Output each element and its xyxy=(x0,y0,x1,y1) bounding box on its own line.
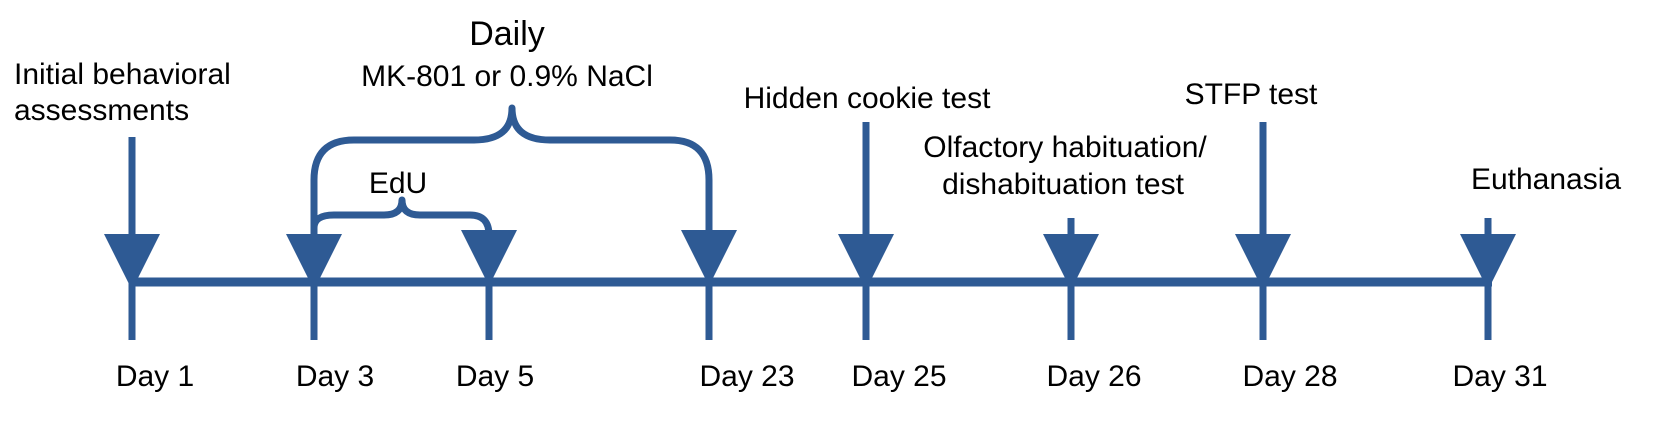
olfactory-test-label-line2: dishabituation test xyxy=(942,168,1184,201)
day-label-25: Day 25 xyxy=(851,360,946,393)
day-label-3: Day 3 xyxy=(296,360,374,393)
day-label-5: Day 5 xyxy=(456,360,534,393)
day-label-31: Day 31 xyxy=(1452,360,1547,393)
daily-label: Daily xyxy=(469,15,545,53)
initial-assessments-label-line2: assessments xyxy=(14,94,189,127)
day-ticks xyxy=(128,278,1492,340)
hidden-cookie-test-label: Hidden cookie test xyxy=(744,82,991,115)
stfp-test-label: STFP test xyxy=(1185,78,1318,111)
euthanasia-label: Euthanasia xyxy=(1471,163,1621,196)
day-label-1: Day 1 xyxy=(116,360,194,393)
day-labels: Day 1 Day 3 Day 5 Day 23 Day 25 Day 26 D… xyxy=(116,360,1548,393)
day-label-28: Day 28 xyxy=(1242,360,1337,393)
edu-label: EdU xyxy=(369,167,427,200)
olfactory-test-label-line1: Olfactory habituation/ xyxy=(923,131,1207,164)
daily-treatment-label: MK-801 or 0.9% NaCl xyxy=(361,60,653,93)
initial-assessments-label-line1: Initial behavioral xyxy=(14,58,231,91)
day-label-26: Day 26 xyxy=(1046,360,1141,393)
daily-bracket xyxy=(310,104,737,286)
edu-bracket xyxy=(310,196,517,286)
day-label-23: Day 23 xyxy=(699,360,794,393)
